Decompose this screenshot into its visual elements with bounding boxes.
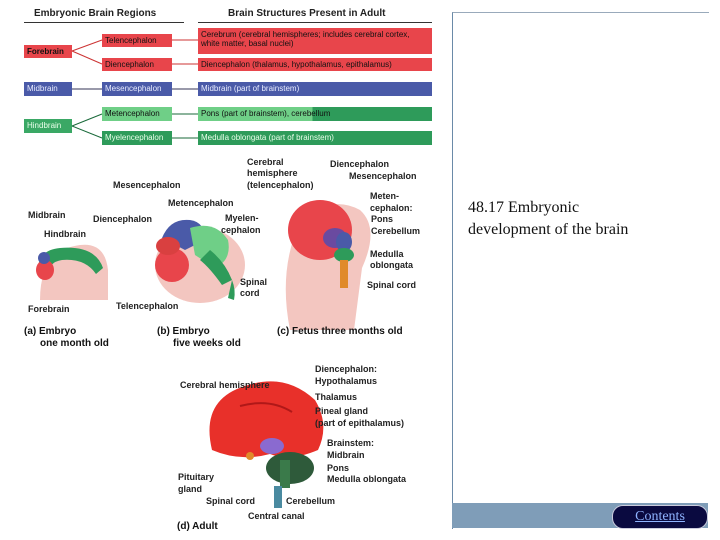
label-c-spinal-cord: Spinal cord [367, 280, 417, 290]
label-c-diencephalon: Diencephalon [330, 159, 390, 169]
label-a-midbrain: Midbrain [28, 210, 66, 220]
label-b-mesencephalon: Mesencephalon [113, 180, 181, 190]
adult-cerebrum: Cerebrum (cerebral hemispheres; includes… [198, 28, 432, 54]
sub-diencephalon: Diencephalon [102, 58, 172, 71]
contents-button[interactable]: Contents [612, 505, 708, 529]
adult-structures-header: Brain Structures Present in Adult [228, 8, 386, 19]
label-c-hemisphere: hemisphere [247, 168, 298, 178]
label-b-cephalon: cephalon [221, 225, 261, 235]
label-c-cephalon: cephalon: [370, 203, 413, 213]
fetus-three-months-illustration [285, 200, 371, 330]
label-d-spinal-cord: Spinal cord [206, 496, 256, 506]
sub-myelencephalon: Myelencephalon [102, 131, 172, 145]
region-hindbrain: Hindbrain [24, 119, 72, 133]
label-b-myelen: Myelen- [225, 213, 259, 223]
brain-illustrations [36, 200, 371, 508]
label-d-medulla: Medulla oblongata [327, 474, 407, 484]
label-c-telencephalon: (telencephalon) [247, 180, 314, 190]
label-c-medulla: Medulla [370, 249, 404, 259]
label-c-cerebellum: Cerebellum [371, 226, 421, 236]
caption-b-line1: (b) Embryo [157, 326, 210, 337]
caption-a-line1: (a) Embryo [24, 326, 77, 337]
sub-telencephalon: Telencephalon [102, 34, 172, 47]
label-c-mesencephalon: Mesencephalon [349, 171, 417, 181]
label-d-epithalamus: (part of epithalamus) [315, 418, 405, 428]
embryo-five-weeks-illustration [155, 219, 245, 303]
region-forebrain: Forebrain [24, 45, 72, 58]
label-d-cerebellum: Cerebellum [286, 496, 336, 506]
table-connectors [71, 39, 198, 139]
label-d-diencephalon: Diencephalon: [315, 364, 378, 374]
adult-diencephalon: Diencephalon (thalamus, hypothalamus, ep… [198, 58, 432, 71]
label-a-forebrain: Forebrain [28, 304, 70, 314]
slide-title-line2: development of the brain [468, 221, 629, 238]
adult-pons-cerebellum: Pons (part of brainstem), cerebellum [198, 107, 432, 121]
header-divider-left [24, 22, 184, 23]
label-b-cord: cord [240, 288, 260, 298]
sub-mesencephalon: Mesencephalon [102, 82, 172, 96]
caption-b-line2: five weeks old [173, 338, 241, 349]
adult-midbrain: Midbrain (part of brainstem) [198, 82, 432, 96]
brain-development-figure: Embryonic Brain Regions Brain Structures… [24, 8, 432, 532]
label-b-telencephalon: Telencephalon [116, 301, 179, 311]
label-c-meten: Meten- [370, 191, 399, 201]
slide-title-line1: 48.17 Embryonic [468, 199, 580, 216]
label-d-pons: Pons [327, 463, 350, 473]
label-b-metencephalon: Metencephalon [168, 198, 234, 208]
label-c-oblongata: oblongata [370, 260, 413, 270]
slide-text-panel [452, 12, 709, 529]
label-d-brainstem: Brainstem: [327, 438, 375, 448]
adult-medulla: Medulla oblongata (part of brainstem) [198, 131, 432, 145]
embryonic-regions-header: Embryonic Brain Regions [34, 8, 157, 19]
embryo-one-month-illustration [36, 244, 108, 300]
label-d-hypothalamus: Hypothalamus [315, 376, 378, 386]
caption-a-line2: one month old [40, 338, 109, 349]
caption-d: (d) Adult [177, 521, 218, 532]
header-divider-right [198, 22, 432, 23]
sub-metencephalon: Metencephalon [102, 107, 172, 121]
label-c-cerebral: Cerebral [247, 157, 284, 167]
label-d-pineal: Pineal gland [315, 406, 369, 416]
label-d-thalamus: Thalamus [315, 392, 358, 402]
adult-brain-illustration [209, 381, 324, 508]
label-d-midbrain: Midbrain [327, 450, 365, 460]
label-b-spinal: Spinal [240, 277, 268, 287]
slide-title: 48.17 Embryonic development of the brain [468, 197, 698, 241]
region-midbrain: Midbrain [24, 82, 72, 96]
caption-c: (c) Fetus three months old [277, 326, 403, 337]
label-c-pons: Pons [371, 214, 394, 224]
label-b-diencephalon: Diencephalon [93, 214, 153, 224]
label-d-cerebral-hemisphere: Cerebral hemisphere [180, 380, 270, 390]
label-a-hindbrain: Hindbrain [44, 229, 86, 239]
label-d-pituitary: Pituitary [178, 472, 215, 482]
label-d-central-canal: Central canal [248, 511, 305, 521]
label-d-gland: gland [178, 484, 202, 494]
